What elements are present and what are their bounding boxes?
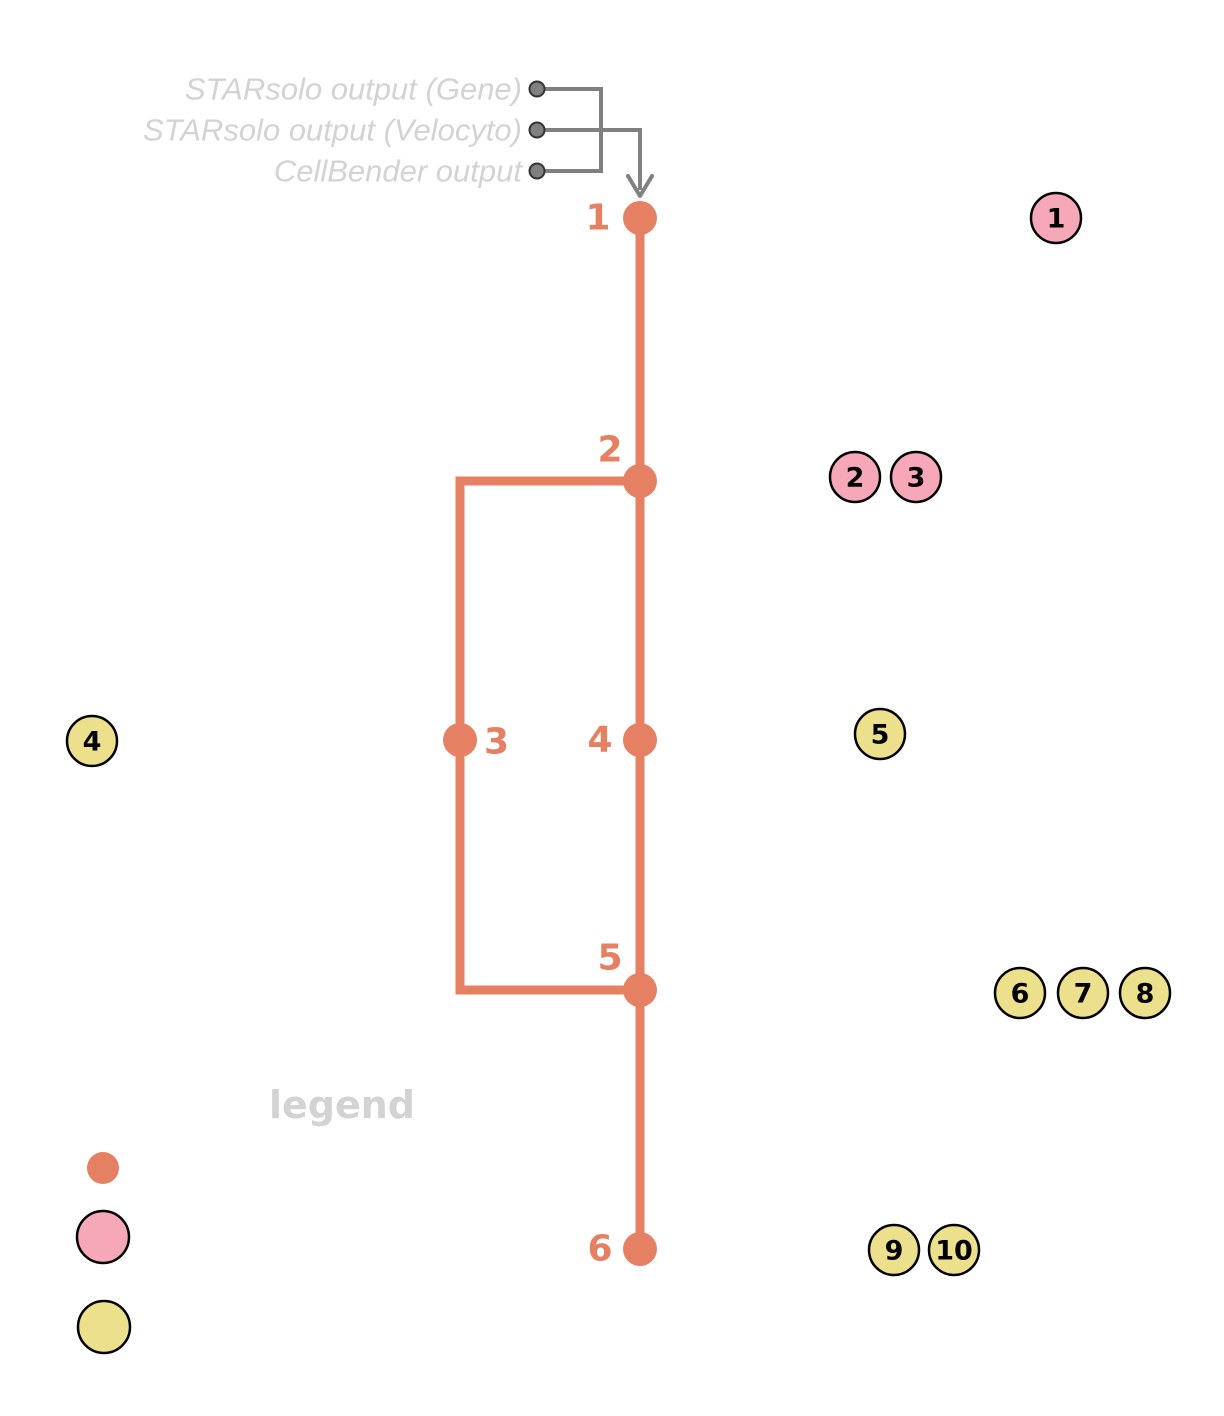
input-label: CellBender output: [274, 154, 524, 189]
station-node[interactable]: [623, 1232, 657, 1266]
badge-number: 2: [846, 463, 865, 494]
station-node[interactable]: [623, 464, 657, 498]
badge-number: 5: [871, 720, 890, 751]
pink-badge: [889, 450, 943, 504]
input-label: STARsolo output (Gene): [185, 72, 522, 107]
station-node[interactable]: [623, 973, 657, 1007]
badge-number: 7: [1074, 979, 1093, 1010]
badge-number: 6: [1011, 979, 1030, 1010]
input-label: STARsolo output (Velocyto): [143, 113, 522, 148]
yellow-badge: [1056, 966, 1110, 1020]
workflow-edge: [455, 476, 640, 740]
yellow-badge: [867, 1223, 921, 1277]
pink-badge: [1029, 191, 1083, 245]
legend-pink-badge-symbol: [75, 1209, 131, 1265]
station-label: 5: [597, 938, 622, 979]
badge-number: 4: [83, 727, 102, 758]
input-dot: [528, 121, 546, 139]
input-connectors: [537, 87, 654, 198]
badge-number: 3: [907, 463, 926, 494]
yellow-badge: [927, 1223, 981, 1277]
input-dot: [528, 80, 546, 98]
legend: legend: [75, 1083, 415, 1355]
badge-number: 1: [1047, 204, 1066, 235]
legend-station-symbol: [87, 1152, 119, 1184]
input-dot: [528, 162, 546, 180]
station-label: 2: [597, 430, 622, 471]
input-arrowhead-icon: [626, 174, 654, 198]
yellow-badge: [993, 966, 1047, 1020]
station-label: 4: [587, 720, 612, 761]
station-label: 6: [587, 1229, 612, 1270]
workflow-edge: [455, 740, 640, 995]
yellow-badge: [65, 714, 119, 768]
workflow-stations: 1 2 3 4 5 6: [443, 198, 657, 1270]
station-node[interactable]: [623, 723, 657, 757]
station-label: 1: [585, 198, 610, 239]
station-label: 3: [484, 722, 509, 763]
input-merge-connector: [537, 128, 642, 190]
workflow-edges: [455, 218, 645, 1249]
yellow-badge: [1118, 966, 1172, 1020]
input-labels: STARsolo output (Gene) STARsolo output (V…: [143, 72, 546, 189]
legend-yellow-badge-symbol: [76, 1299, 132, 1355]
station-node[interactable]: [623, 201, 657, 235]
station-node[interactable]: [443, 723, 477, 757]
badge-number: 8: [1136, 979, 1155, 1010]
pink-badge: [828, 450, 882, 504]
badge-number: 9: [885, 1236, 904, 1267]
legend-title: legend: [269, 1083, 415, 1127]
yellow-badge: [853, 707, 907, 761]
badge-number: 10: [935, 1236, 973, 1267]
step-badges: 1 2 3 4 5 6 7 8 9 10: [65, 191, 1172, 1277]
